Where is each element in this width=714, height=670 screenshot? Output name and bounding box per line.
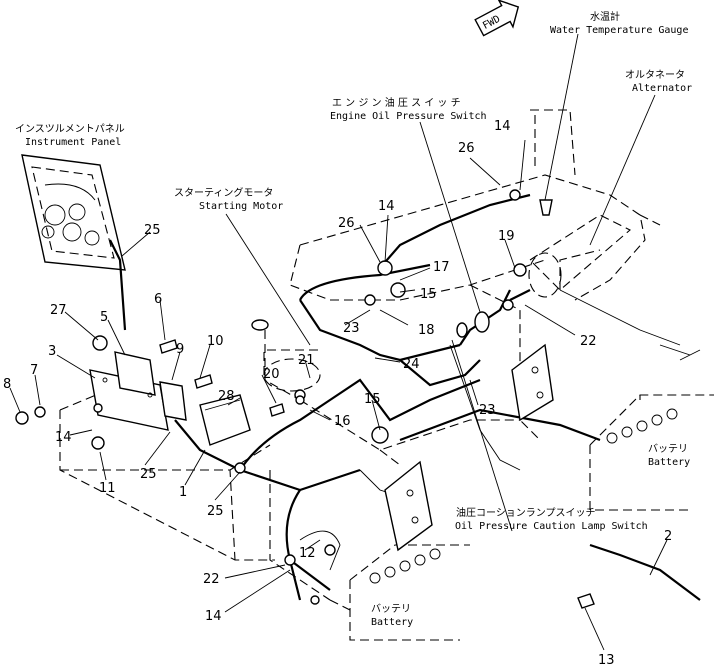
callout-24: 24 xyxy=(403,357,420,372)
gauge-icon xyxy=(68,203,86,221)
alternator-body xyxy=(528,214,631,298)
callout-25: 25 xyxy=(207,504,224,519)
callout-8: 8 xyxy=(3,377,11,392)
callout-1: 1 xyxy=(179,485,187,500)
washer-icon xyxy=(34,406,46,418)
callout-12: 12 xyxy=(299,546,316,561)
callout-21: 21 xyxy=(298,353,315,368)
instrument-panel xyxy=(21,154,126,271)
relay-box xyxy=(199,394,251,446)
callout-15: 15 xyxy=(420,287,437,302)
battery-left-label-en: Battery xyxy=(371,617,413,628)
callout-25: 25 xyxy=(140,467,157,482)
alternator-label-jp: オルタネータ xyxy=(625,69,685,81)
text-labels: 水温計 Water Temperature Gauge オルタネータ Alter… xyxy=(15,10,692,628)
bolt-icon xyxy=(269,403,285,417)
gauge-icon xyxy=(62,222,82,242)
instrument-panel-label-jp: インスツルメントパネル xyxy=(15,123,125,135)
callout-25: 25 xyxy=(144,223,161,238)
water-temp-sensor xyxy=(509,189,553,216)
starting-motor-label-jp: スターティングモータ xyxy=(174,186,273,199)
gauge-icon xyxy=(44,204,66,226)
callout-20: 20 xyxy=(263,367,280,382)
callout-22: 22 xyxy=(580,334,597,349)
battery-bracket-left xyxy=(384,460,433,552)
callout-14: 14 xyxy=(205,609,222,624)
engine-oil-label-en: Engine Oil Pressure Switch xyxy=(330,111,487,122)
callout-9: 9 xyxy=(176,342,184,357)
callout-16: 16 xyxy=(334,414,351,429)
callout-numbers: 14 26 14 26 17 15 19 18 22 23 24 23 21 2… xyxy=(3,119,672,668)
caution-switch-label-jp: 油圧コーションランプスイッチ xyxy=(456,506,596,519)
starting-motor xyxy=(263,349,321,392)
callout-14: 14 xyxy=(55,430,72,445)
water-temp-label-jp: 水温計 xyxy=(590,10,620,23)
callout-14: 14 xyxy=(494,119,511,134)
engine-outline xyxy=(264,109,661,611)
callout-26: 26 xyxy=(338,216,355,231)
callout-15: 15 xyxy=(364,392,381,407)
callout-13: 13 xyxy=(598,653,615,668)
bolt-icon xyxy=(159,339,178,354)
callout-5: 5 xyxy=(100,310,108,325)
gauge-icon xyxy=(41,225,55,239)
callout-19: 19 xyxy=(498,229,515,244)
leader-lines xyxy=(9,33,668,651)
starting-motor-label-en: Starting Motor xyxy=(199,201,283,212)
callout-6: 6 xyxy=(154,292,162,307)
caution-switch-label-en: Oil Pressure Caution Lamp Switch xyxy=(455,521,648,532)
callout-27: 27 xyxy=(50,303,67,318)
nut-icon xyxy=(92,335,108,351)
mounting-bracket xyxy=(89,351,187,431)
callout-10: 10 xyxy=(207,334,224,349)
nuts-bolts xyxy=(15,335,595,609)
instrument-panel-label-en: Instrument Panel xyxy=(25,137,121,148)
callout-2: 2 xyxy=(664,529,672,544)
callout-14: 14 xyxy=(378,199,395,214)
alternator-label-en: Alternator xyxy=(632,83,692,94)
water-temp-label-en: Water Temperature Gauge xyxy=(550,25,688,36)
callout-22: 22 xyxy=(203,572,220,587)
callout-17: 17 xyxy=(433,260,450,275)
engine-oil-label-jp: エ ン ジ ン 油 圧 ス イ ッ チ xyxy=(332,96,461,109)
fwd-arrow: FWD xyxy=(474,0,520,37)
bolt-icon xyxy=(194,374,213,389)
battery-right-label-jp: バッテリ xyxy=(648,443,688,455)
callout-7: 7 xyxy=(30,363,38,378)
gauge-icon xyxy=(84,230,100,246)
nut-icon xyxy=(15,411,29,425)
nut-icon xyxy=(91,436,105,450)
callout-23: 23 xyxy=(479,403,496,418)
battery-bracket-right xyxy=(511,343,554,422)
callout-18: 18 xyxy=(418,323,435,338)
battery-right-box xyxy=(589,394,714,511)
oil-pressure-switch xyxy=(456,311,490,338)
cap-icon xyxy=(577,593,595,609)
battery-left-label-jp: バッテリ xyxy=(371,603,411,615)
callout-26: 26 xyxy=(458,141,475,156)
washer-icon xyxy=(295,395,305,405)
battery-right-label-en: Battery xyxy=(648,457,690,468)
washer-icon xyxy=(93,403,103,413)
connectors xyxy=(234,260,527,605)
callout-28: 28 xyxy=(218,389,235,404)
battery-left-box xyxy=(349,544,470,641)
callout-3: 3 xyxy=(48,344,56,359)
callout-23: 23 xyxy=(343,321,360,336)
callout-11: 11 xyxy=(99,481,116,496)
